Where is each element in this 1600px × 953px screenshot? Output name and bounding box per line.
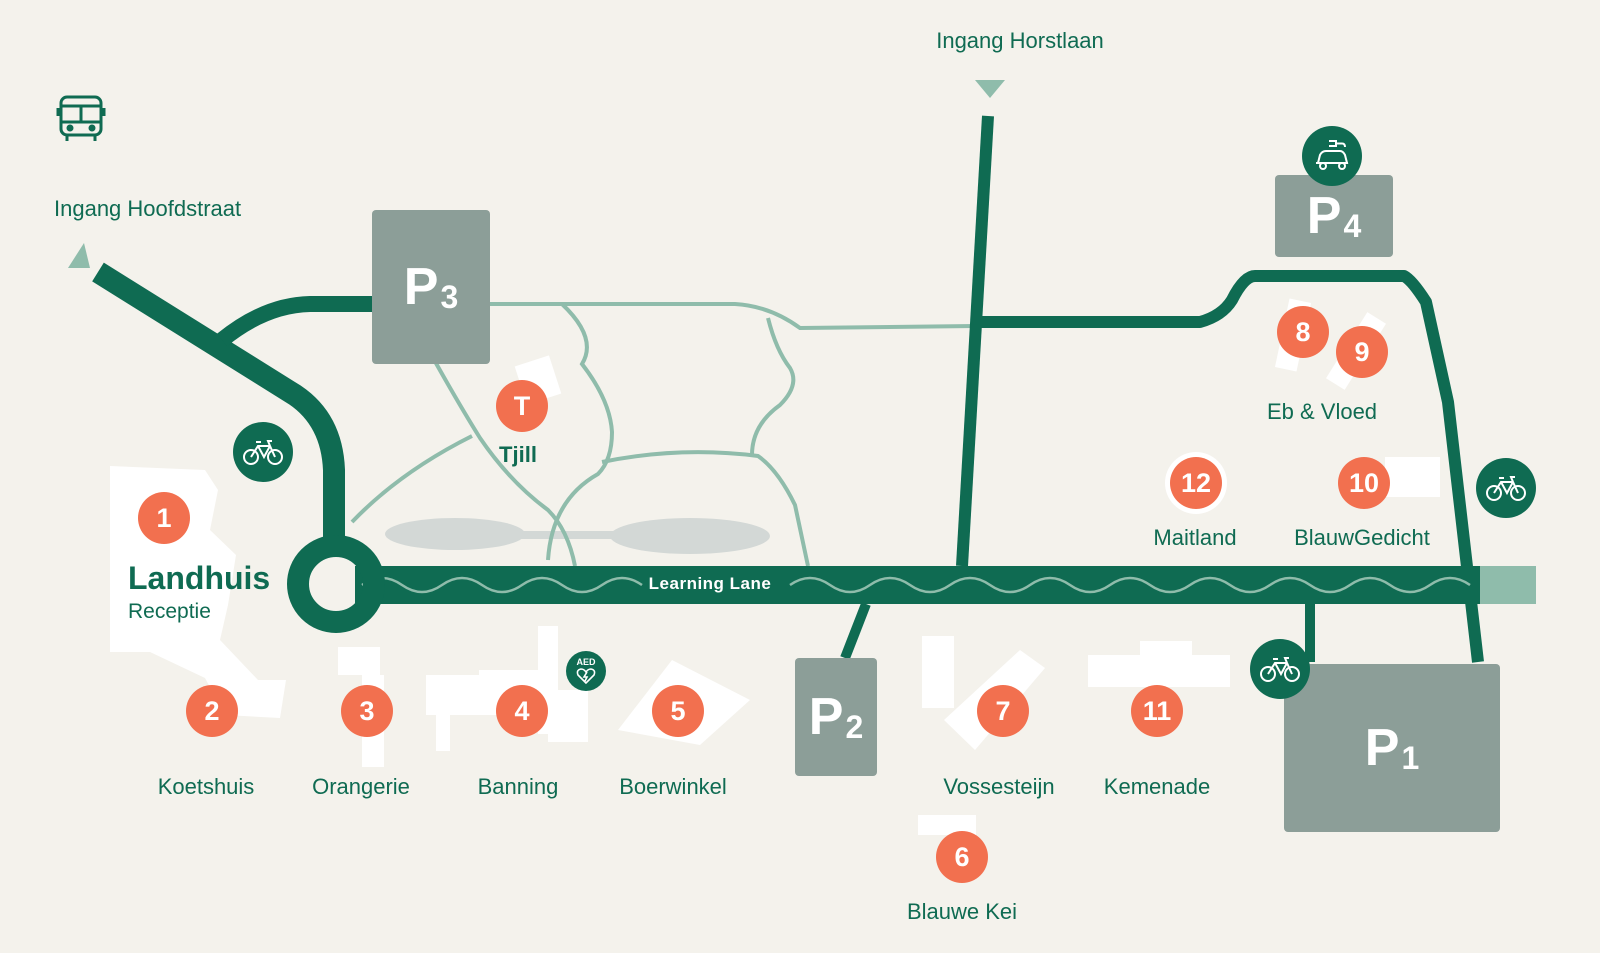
location-marker-1[interactable]: 1 [138, 492, 190, 544]
pond-right [610, 518, 770, 554]
location-marker-11[interactable]: 11 [1131, 685, 1183, 737]
learning-lane-label: Learning Lane [648, 574, 772, 593]
aed-label: AED [576, 657, 596, 667]
location-marker-10[interactable]: 10 [1338, 457, 1390, 509]
bicycle-icon [233, 422, 293, 482]
location-marker-t[interactable]: T [496, 380, 548, 432]
location-name-koetshuis: Koetshuis [157, 774, 255, 799]
roundabout [287, 535, 385, 633]
parking-p4-letter: P [1306, 187, 1342, 245]
bicycle-icon [1250, 639, 1310, 699]
parking-p4-number: 4 [1343, 207, 1362, 244]
entrance-arrow-hoofdstraat [68, 243, 90, 268]
parking-p1-letter: P [1364, 719, 1400, 777]
lane-extension [1480, 566, 1536, 604]
learning-lane-road [355, 566, 1480, 604]
location-marker-4[interactable]: 4 [496, 685, 548, 737]
parking-p2-number: 2 [845, 708, 864, 745]
bicycle-icon [1476, 458, 1536, 518]
location-marker-7[interactable]: 7 [977, 685, 1029, 737]
location-marker-3[interactable]: 3 [341, 685, 393, 737]
location-marker-8[interactable]: 8 [1277, 306, 1329, 358]
entrance-arrow-horstlaan [975, 80, 1005, 98]
location-name-kemenade: Kemenade [1103, 774, 1211, 799]
footpaths [350, 302, 976, 567]
location-name-blauwgedicht: BlauwGedicht [1294, 525, 1430, 550]
location-marker-12[interactable]: 12 [1170, 457, 1222, 509]
pond-link [520, 531, 620, 539]
landhuis-subtitle: Receptie [128, 600, 211, 623]
location-marker-5[interactable]: 5 [652, 685, 704, 737]
bus-icon [56, 94, 106, 144]
location-name-boerwinkel: Boerwinkel [619, 774, 727, 799]
pond-left [385, 518, 525, 550]
location-name-eb-vloed: Eb & Vloed [1266, 399, 1378, 424]
aed-heart-icon: AED [566, 651, 606, 691]
landhuis-title: Landhuis [128, 560, 271, 596]
location-name-vossesteijn: Vossesteijn [943, 774, 1055, 799]
lane-wave [361, 576, 1471, 594]
main-roads [92, 115, 1484, 663]
parking-p1-number: 1 [1401, 739, 1420, 776]
parking-p2-letter: P [808, 688, 844, 746]
location-name-tjill: Tjill [499, 442, 537, 467]
location-marker-2[interactable]: 2 [186, 685, 238, 737]
location-name-banning: Banning [477, 774, 559, 799]
entrance-label-horstlaan: Ingang Horstlaan [936, 28, 1104, 53]
location-name-orangerie: Orangerie [312, 774, 410, 799]
parking-p3-letter: P [403, 258, 439, 316]
location-name-maitland: Maitland [1153, 525, 1237, 550]
electric-car-icon [1302, 126, 1362, 186]
parking-p3-number: 3 [440, 278, 459, 315]
location-marker-6[interactable]: 6 [936, 831, 988, 883]
entrance-label-hoofdstraat: Ingang Hoofdstraat [54, 196, 242, 221]
location-name-blauwe-kei: Blauwe Kei [906, 899, 1018, 924]
location-marker-9[interactable]: 9 [1336, 326, 1388, 378]
